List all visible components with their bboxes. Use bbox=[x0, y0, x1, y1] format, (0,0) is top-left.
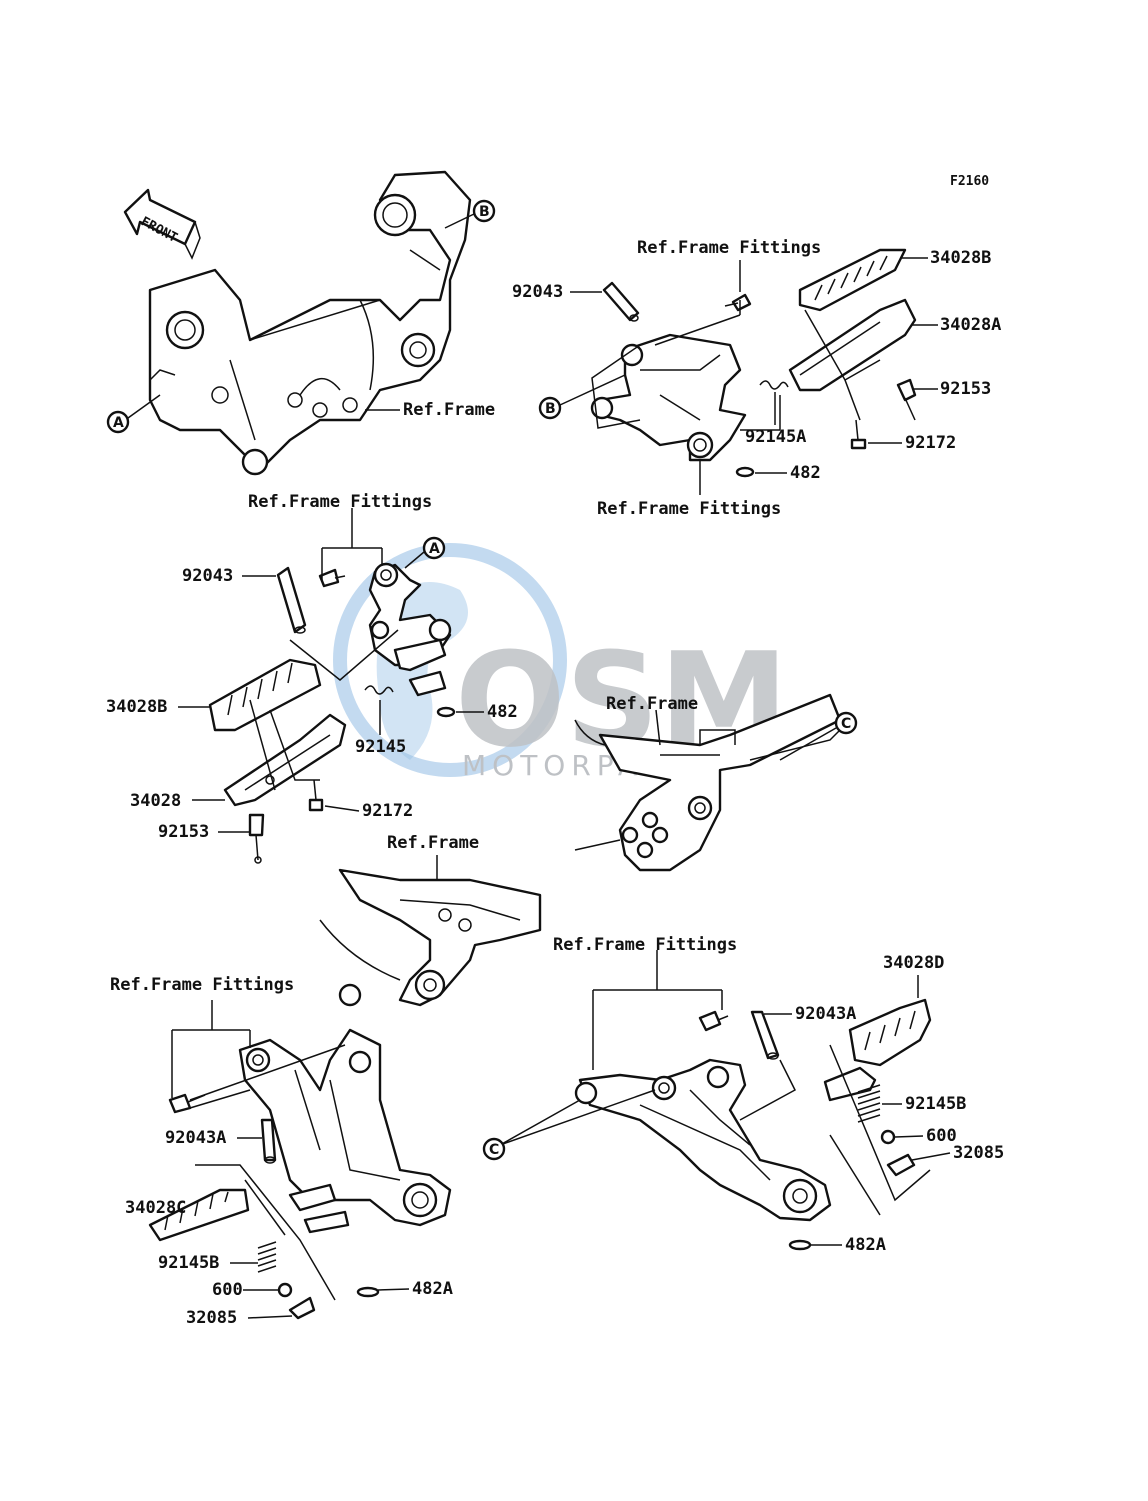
label-ref-frame-fittings-ml-text: Ref.Frame Fittings bbox=[248, 492, 432, 512]
watermark-globe-icon bbox=[333, 543, 567, 777]
label-34028c-bl: 34028C bbox=[125, 1198, 186, 1218]
label-482a-bl: 482A bbox=[377, 1279, 453, 1299]
ref-circle-a-mid: A bbox=[404, 536, 446, 569]
footpeg-bracket-bl bbox=[148, 1000, 452, 1320]
footpeg-bracket-br bbox=[499, 950, 932, 1251]
label-92145b-br: 92145B bbox=[882, 1094, 966, 1114]
label-92172-tr-text: 92172 bbox=[905, 433, 956, 453]
label-ref-frame-top: Ref.Frame bbox=[365, 400, 495, 420]
ref-circle-c-mid-text: C bbox=[841, 716, 851, 732]
label-92172-ml: 92172 bbox=[324, 801, 413, 821]
label-92153-ml-text: 92153 bbox=[158, 822, 209, 842]
label-92043-tr-text: 92043 bbox=[512, 282, 563, 302]
label-92145b-bl-text: 92145B bbox=[158, 1253, 219, 1273]
label-ref-frame-fittings-br-text: Ref.Frame Fittings bbox=[553, 935, 737, 955]
label-482-tr: 482 bbox=[755, 463, 821, 483]
label-92043a-br: 92043A bbox=[764, 1004, 856, 1024]
ref-circle-a-mid-text: A bbox=[429, 541, 440, 557]
label-92172-ml-text: 92172 bbox=[362, 801, 413, 821]
label-34028a-tr: 34028A bbox=[912, 315, 1001, 335]
ref-circle-c-mid: C bbox=[779, 711, 858, 761]
label-92043-ml: 92043 bbox=[182, 566, 276, 586]
label-ref-frame-bl-text: Ref.Frame bbox=[387, 833, 479, 853]
label-34028d-br: 34028D bbox=[883, 953, 944, 998]
bracket-b-assembly bbox=[590, 248, 917, 495]
label-ref-frame-fittings-tr2-text: Ref.Frame Fittings bbox=[597, 499, 781, 519]
label-34028c-bl-text: 34028C bbox=[125, 1198, 186, 1218]
label-92043a-bl-text: 92043A bbox=[165, 1128, 226, 1148]
label-34028a-tr-text: 34028A bbox=[940, 315, 1001, 335]
label-32085-br: 32085 bbox=[911, 1143, 1004, 1163]
label-ref-frame-mr: Ref.Frame bbox=[606, 694, 698, 714]
label-482-tr-text: 482 bbox=[790, 463, 821, 483]
ref-circle-a-top: A bbox=[106, 394, 161, 434]
label-92145a-tr: 92145A bbox=[745, 392, 806, 447]
label-ref-frame-fittings-tr2: Ref.Frame Fittings bbox=[597, 499, 781, 519]
label-600-bl-text: 600 bbox=[212, 1280, 243, 1300]
label-ref-frame-fittings-bl-text: Ref.Frame Fittings bbox=[110, 975, 294, 995]
label-482a-br: 482A bbox=[811, 1235, 886, 1255]
ref-circle-b-top: B bbox=[444, 199, 496, 229]
label-92145-ml-text: 92145 bbox=[355, 737, 406, 757]
label-ref-frame-fittings-bl: Ref.Frame Fittings bbox=[110, 975, 294, 995]
label-32085-br-text: 32085 bbox=[953, 1143, 1004, 1163]
label-92043-tr: 92043 bbox=[512, 282, 602, 302]
label-ref-frame-bl: Ref.Frame bbox=[387, 833, 479, 853]
label-92145b-br-text: 92145B bbox=[905, 1094, 966, 1114]
label-ref-frame-fittings-tr: Ref.Frame Fittings bbox=[637, 238, 821, 292]
front-arrow-icon: FRONT bbox=[123, 188, 201, 260]
label-32085-bl: 32085 bbox=[186, 1308, 293, 1328]
label-34028b-tr-text: 34028B bbox=[930, 248, 991, 268]
label-92172-tr: 92172 bbox=[868, 433, 956, 453]
bracket-a-assembly bbox=[208, 508, 456, 864]
rear-frame-bl bbox=[319, 855, 542, 1007]
label-92043a-bl: 92043A bbox=[165, 1128, 262, 1148]
ref-circle-b-top-text: B bbox=[479, 204, 490, 220]
label-482-ml-text: 482 bbox=[487, 702, 518, 722]
ref-circle-b-right: B bbox=[538, 374, 626, 420]
label-34028b-tr: 34028B bbox=[900, 248, 991, 268]
label-92153-tr-text: 92153 bbox=[940, 379, 991, 399]
label-34028-ml: 34028 bbox=[130, 791, 225, 811]
label-482a-bl-text: 482A bbox=[412, 1279, 453, 1299]
label-32085-bl-text: 32085 bbox=[186, 1308, 237, 1328]
ref-circle-c-bottom: C bbox=[482, 1137, 506, 1161]
label-600-bl: 600 bbox=[212, 1280, 278, 1300]
label-34028b-ml: 34028B bbox=[106, 697, 210, 717]
label-ref-frame-mr-text: Ref.Frame bbox=[606, 694, 698, 714]
label-92153-ml: 92153 bbox=[158, 822, 250, 842]
label-34028-ml-text: 34028 bbox=[130, 791, 181, 811]
label-600-br-text: 600 bbox=[926, 1126, 957, 1146]
label-92145a-tr-text: 92145A bbox=[745, 427, 806, 447]
label-92145-ml: 92145 bbox=[355, 700, 406, 757]
label-92043a-br-text: 92043A bbox=[795, 1004, 856, 1024]
main-frame-drawing bbox=[148, 170, 472, 476]
label-92145b-bl: 92145B bbox=[158, 1253, 258, 1273]
frame-c-drawing bbox=[574, 693, 846, 872]
label-482a-br-text: 482A bbox=[845, 1235, 886, 1255]
label-34028b-ml-text: 34028B bbox=[106, 697, 167, 717]
label-92043-ml-text: 92043 bbox=[182, 566, 233, 586]
ref-circle-c-bottom-text: C bbox=[489, 1142, 499, 1158]
ref-circle-b-right-text: B bbox=[545, 401, 556, 417]
label-482-ml: 482 bbox=[456, 702, 518, 722]
label-34028d-br-text: 34028D bbox=[883, 953, 944, 973]
label-ref-frame-fittings-br: Ref.Frame Fittings bbox=[553, 935, 737, 955]
label-ref-frame-top-text: Ref.Frame bbox=[403, 400, 495, 420]
label-ref-frame-fittings-ml: Ref.Frame Fittings bbox=[248, 492, 432, 512]
label-600-br: 600 bbox=[894, 1126, 957, 1146]
diagram-code: F2160 bbox=[950, 174, 989, 189]
ref-circle-a-top-text: A bbox=[113, 415, 124, 431]
label-92153-tr: 92153 bbox=[914, 379, 991, 399]
label-ref-frame-fittings-tr-text: Ref.Frame Fittings bbox=[637, 238, 821, 258]
